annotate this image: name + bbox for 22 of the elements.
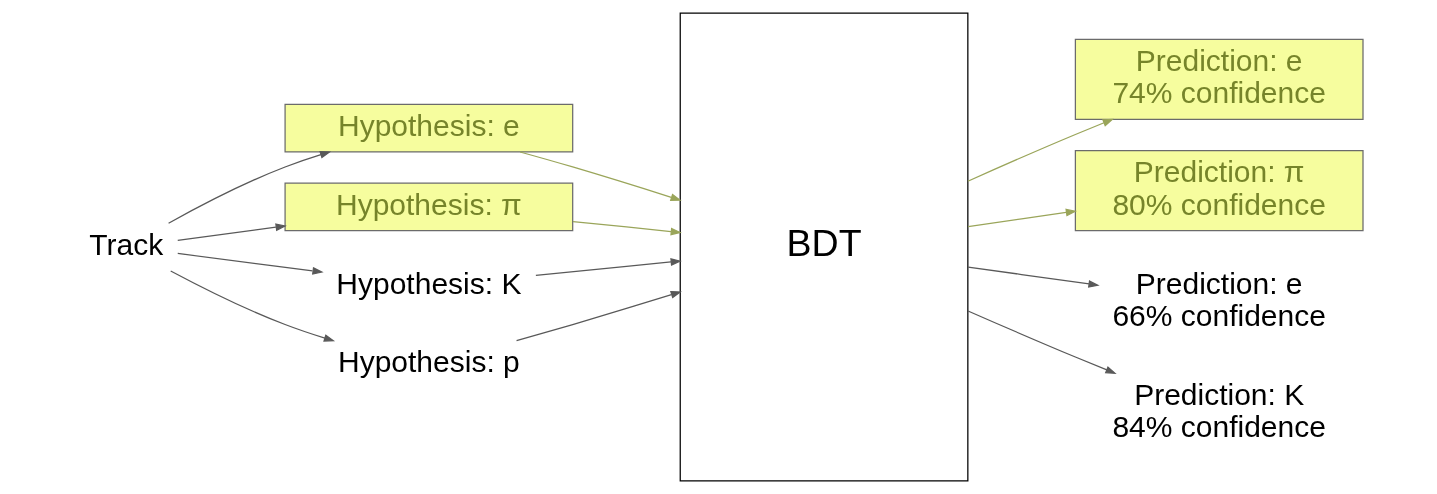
arrow <box>515 290 682 342</box>
arrow <box>967 266 1100 288</box>
arrow <box>967 208 1077 228</box>
node-box: Prediction: π 80% confidence <box>1074 150 1364 232</box>
node-text: Hypothesis: K <box>335 266 521 300</box>
arrow <box>966 118 1114 182</box>
node-text: Prediction: K 84% confidence <box>1111 377 1326 444</box>
arrow <box>571 220 682 236</box>
arrow <box>534 258 682 276</box>
node-text: Track <box>88 227 163 261</box>
node-box: Prediction: e 74% confidence <box>1074 38 1364 121</box>
arrow <box>518 151 682 201</box>
arrow <box>966 310 1117 374</box>
node-box: Hypothesis: e <box>283 103 573 153</box>
arrow <box>169 270 335 342</box>
node-text: Prediction: e 66% confidence <box>1111 266 1326 333</box>
arrow <box>167 151 331 224</box>
arrow <box>176 252 324 275</box>
arrow <box>176 223 287 241</box>
node-text: Hypothesis: p <box>337 345 520 379</box>
node-box: Hypothesis: π <box>283 182 573 232</box>
node-box: BDT <box>679 12 968 482</box>
